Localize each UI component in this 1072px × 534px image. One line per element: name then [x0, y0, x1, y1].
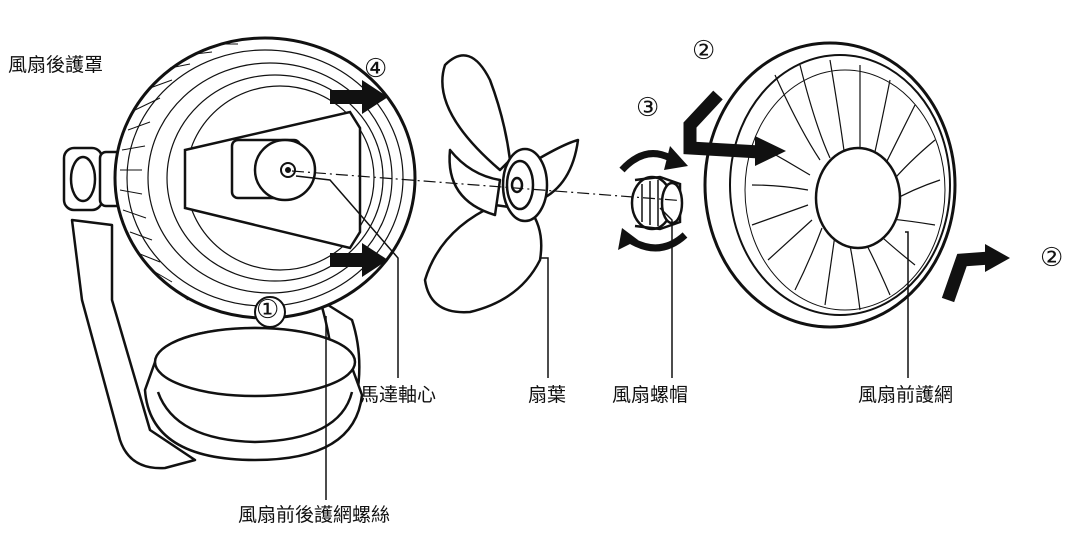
fan-base [143, 326, 364, 462]
rear-guard-label: 風扇後護罩 [8, 54, 104, 76]
motor-shaft-label: 馬達軸心 [360, 384, 437, 406]
blade-cap-label: 風扇螺帽 [612, 384, 689, 406]
leader-lines [254, 175, 909, 500]
rotate-arrows [619, 150, 688, 252]
front-guard-drawing [703, 41, 957, 329]
step-2-marker: ② [692, 36, 716, 66]
move-arrows [330, 80, 1010, 303]
fan-blade-drawing [423, 54, 580, 314]
blade-label: 扇葉 [528, 384, 567, 406]
rear-guard-drawing [113, 36, 417, 320]
front-guard-label: 風扇前護網 [858, 384, 954, 406]
step-2-marker-right: ② [1040, 243, 1064, 273]
tilt-knob [62, 146, 132, 212]
step-3-marker: ③ [636, 93, 660, 123]
step-4-marker: ④ [364, 54, 388, 84]
blade-cap-drawing [630, 175, 684, 231]
guard-screw-label: 風扇前後護網螺絲 [238, 504, 391, 526]
step-1-marker: ① [256, 295, 280, 325]
